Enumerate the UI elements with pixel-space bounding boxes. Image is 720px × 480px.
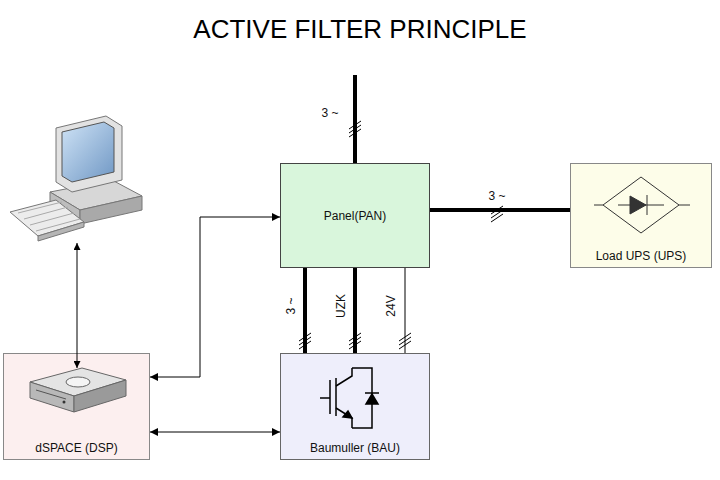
pc-link bbox=[77, 243, 78, 368]
node-label: Panel(PAN) bbox=[324, 209, 386, 223]
phase-ticks bbox=[299, 333, 311, 349]
diode-bridge-symbol bbox=[594, 177, 690, 233]
inverter-box: Baumuller (BAU) bbox=[280, 353, 430, 460]
computer-icon bbox=[10, 116, 142, 241]
node-label: Baumuller (BAU) bbox=[310, 441, 400, 455]
phase-ticks bbox=[399, 333, 411, 349]
connector bbox=[150, 217, 280, 377]
phase-ticks bbox=[349, 333, 361, 349]
connector bbox=[405, 268, 406, 353]
signal-label: 3 ~ bbox=[487, 189, 506, 203]
diagram-title: ACTIVE FILTER PRINCIPLE bbox=[0, 14, 720, 45]
phase-ticks bbox=[491, 206, 503, 222]
signal-label: 3 ~ bbox=[320, 106, 339, 120]
phase-ticks bbox=[349, 121, 361, 137]
load-box: Load UPS (UPS) bbox=[570, 163, 712, 268]
dspace-device-icon bbox=[30, 368, 126, 412]
controller-box: dSPACE (DSP) bbox=[3, 353, 150, 460]
connector bbox=[430, 208, 570, 212]
connector bbox=[150, 432, 280, 433]
node-label: dSPACE (DSP) bbox=[35, 441, 117, 455]
panel-box: Panel(PAN) bbox=[280, 163, 430, 268]
connector bbox=[303, 268, 307, 353]
signal-label: 3 ~ bbox=[284, 296, 298, 315]
connector bbox=[353, 268, 357, 353]
signal-label: 24V bbox=[384, 294, 398, 317]
signal-label: UZK bbox=[334, 293, 348, 319]
igbt-symbol bbox=[320, 368, 379, 428]
node-label: Load UPS (UPS) bbox=[596, 249, 687, 263]
supply-line bbox=[353, 75, 357, 163]
